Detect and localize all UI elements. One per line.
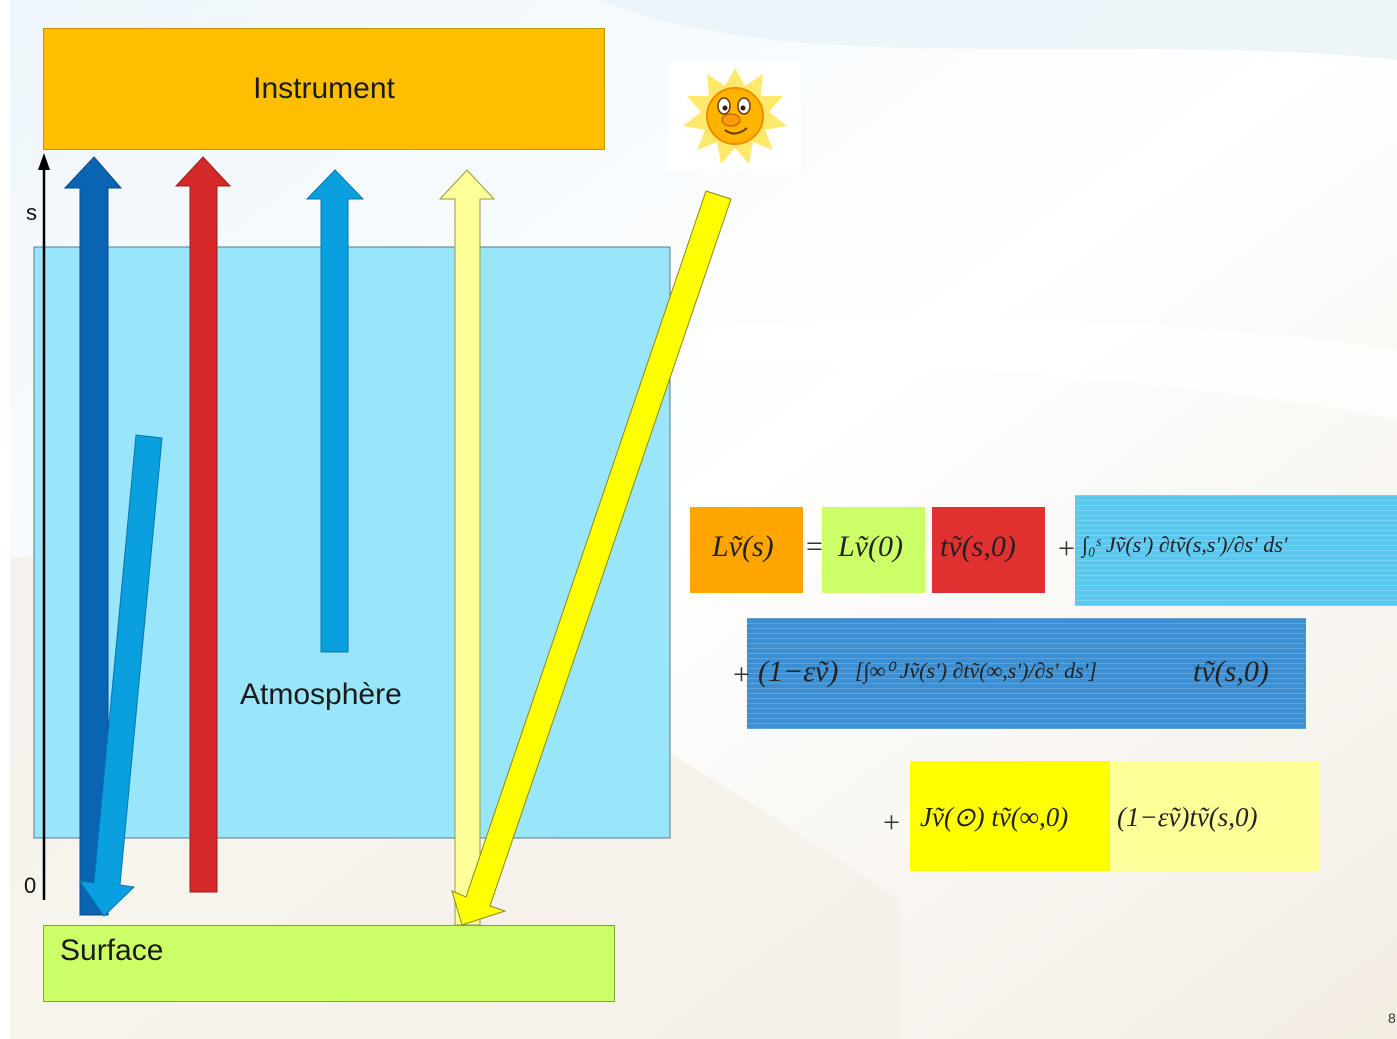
arrow-reflected-solar (438, 169, 496, 926)
eq-reflection-term: (1−εṽ) (758, 655, 839, 688)
eq-equals: = (806, 530, 823, 563)
instrument-label: Instrument (253, 72, 395, 105)
eq-reflected-term: (1−εṽ)tṽ(s,0) (1117, 802, 1258, 832)
axis-bottom-label: 0 (24, 873, 37, 898)
eq-transmission: tṽ(s,0) (940, 530, 1016, 563)
eq-line2-highlight (747, 618, 1306, 729)
page-number: 8 (1388, 1010, 1396, 1026)
surface-label: Surface (60, 934, 164, 967)
eq-solar-term: Jṽ(⊙) tṽ(∞,0) (920, 802, 1069, 832)
eq-plus-3: + (883, 806, 900, 839)
arrow-atmospheric-downward (78, 434, 163, 917)
arrow-transmission (174, 156, 232, 893)
eq-atmosphere-term: ∫₀ˢ Jṽ(s') ∂tṽ(s,s')/∂s' ds' (1082, 532, 1288, 557)
eq-emission-highlight (822, 507, 925, 593)
eq-lhs-highlight (690, 507, 803, 593)
instrument-box: Instrument (43, 28, 605, 150)
eq-emission: Lṽ(0) (838, 530, 903, 563)
axis-top-label: s (26, 200, 37, 225)
atmosphere-label: Atmosphère (240, 678, 402, 711)
arrow-atmospheric-emission (305, 169, 365, 653)
eq-transmission-highlight (932, 507, 1045, 593)
surface-box: Surface (43, 925, 615, 1002)
eq-plus-2: + (733, 658, 750, 691)
eq-lhs: Lṽ(s) (712, 530, 774, 563)
eq-atmosphere-highlight (1075, 495, 1397, 606)
eq-plus-1: + (1058, 532, 1075, 565)
smiling-sun-icon (683, 68, 787, 164)
arrow-solar-incoming (451, 190, 732, 926)
eq-solar-highlight (910, 761, 1110, 871)
eq-line2-transmission: tṽ(s,0) (1193, 655, 1269, 688)
eq-downward-integral: [∫∞⁰ Jṽ(s') ∂tṽ(∞,s')/∂s' ds'] (855, 658, 1097, 683)
eq-reflected-highlight (1110, 761, 1319, 871)
sun-image (669, 62, 801, 170)
